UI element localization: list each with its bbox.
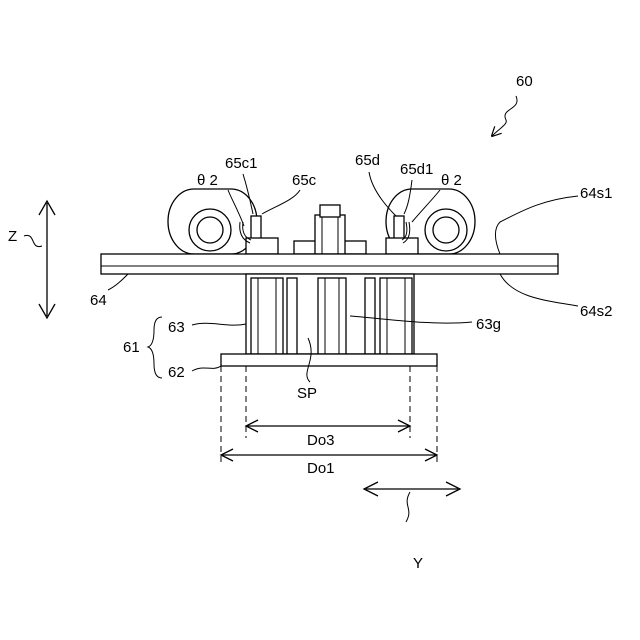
- leader-63: [192, 323, 246, 325]
- left-roller: [168, 189, 257, 254]
- label-theta-left: θ 2: [197, 172, 218, 189]
- leader-62: [192, 366, 221, 371]
- label-63g: 63g: [476, 316, 501, 333]
- center-boss: [294, 205, 366, 254]
- label-do3: Do3: [307, 432, 335, 449]
- label-63: 63: [168, 319, 185, 336]
- leader-64s2: [500, 274, 578, 306]
- label-65c: 65c: [292, 172, 317, 189]
- base-62: [221, 354, 437, 366]
- label-65d: 65d: [355, 152, 380, 169]
- label-64s2: 64s2: [580, 303, 613, 320]
- label-64: 64: [90, 292, 107, 309]
- label-61: 61: [123, 339, 140, 356]
- label-65c1: 65c1: [225, 155, 258, 172]
- leader-65c: [262, 190, 300, 214]
- leader-z: [24, 235, 42, 246]
- label-theta-right: θ 2: [441, 172, 462, 189]
- leader-64: [108, 274, 128, 290]
- column-body-63: [246, 274, 414, 354]
- leader-64s1: [495, 196, 578, 254]
- leader-y: [406, 492, 410, 522]
- brace-61: [148, 317, 162, 378]
- label-z: Z: [8, 228, 17, 245]
- label-65d1: 65d1: [400, 161, 433, 178]
- label-do1: Do1: [307, 460, 335, 477]
- label-y: Y: [413, 555, 423, 572]
- label-fig-60: 60: [516, 73, 533, 90]
- label-62: 62: [168, 364, 185, 381]
- label-sp: SP: [297, 385, 317, 402]
- label-64s1: 64s1: [580, 185, 613, 202]
- leader-fig-60: [492, 96, 517, 136]
